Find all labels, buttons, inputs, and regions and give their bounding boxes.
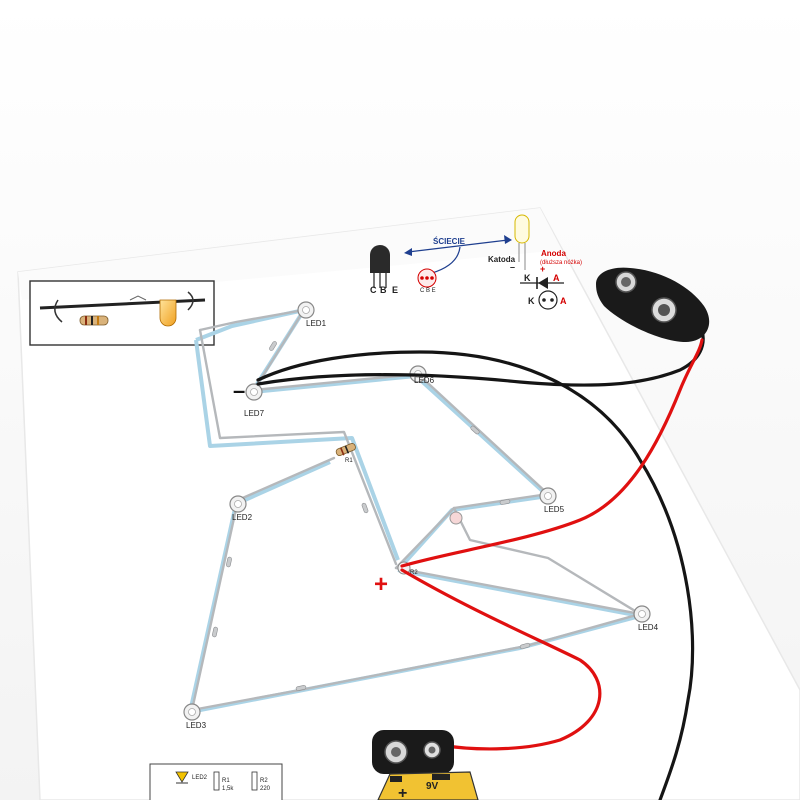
led-plus-label: + [540,264,545,274]
led-symbol-icon [175,771,189,783]
led-pad-2: LED2 [229,495,253,522]
pin-label-b: B [380,285,387,295]
cathode-label: Katoda [488,255,516,264]
wire-joints [212,341,531,691]
anode-note: (dłuższa nóżka) [540,260,582,266]
pin-label-c: C [370,285,377,295]
led-pad-4: LED4 [633,605,659,632]
led-pad-7: LED7 [244,383,265,418]
minus-mark: – [233,378,245,403]
led-icon [514,214,530,244]
schematic-led-label: LED2 [192,775,208,781]
led-minus-label: – [510,262,515,272]
anode-label: Anoda [541,249,566,258]
led-label: LED4 [638,623,659,632]
led-label: LED6 [414,376,435,385]
black-wire [256,350,695,800]
board-edge-highlight [18,208,562,300]
schematic-r1-label: R1 [222,778,230,784]
led-footprint-icon [538,290,558,310]
led-pad-5: LED5 [539,487,565,514]
battery-snap-clip-bottom [372,730,454,774]
resistor-label: R2 [410,570,418,576]
schematic-r2-value: 220 [260,786,271,792]
led-label: LED3 [186,721,207,730]
led-label: LED5 [544,505,565,514]
led-label: LED1 [306,319,327,328]
battery-plus-label: + [398,785,407,800]
transistor-icon [370,245,390,273]
resistor-r2: R2 [397,511,463,576]
battery-9v: + 9V [377,771,479,800]
component-diagram: C B E ŚCIECIE C B E Katoda Anoda (dłuższ… [370,214,582,310]
schematic-r2-label: R2 [260,778,268,784]
black-wire-to-clip [256,328,705,387]
k-label-bottom: K [528,296,535,306]
a-label-top: A [553,273,560,283]
led-pad-3: LED3 [183,703,207,730]
red-wire-to-battery [400,568,602,751]
mini-pin-labels: C B E [420,288,436,294]
cut-arrow [407,239,509,253]
assembly-diagram [29,280,215,346]
battery-snap-clip-top [596,267,710,342]
battery-voltage-label: 9V [426,781,439,792]
a-label-bottom: A [560,296,567,306]
led-pad-1: LED1 [297,301,327,328]
schematic-snippet: LED2 R1 1,5k R2 220 [149,763,283,800]
resistor-r1: R1 [335,443,356,464]
red-wire-to-clip [400,338,704,568]
schematic-r1-value: 1,5k [222,786,234,792]
cut-label: ŚCIECIE [433,237,466,246]
resistor-label: R1 [345,458,353,464]
transistor-pad [449,511,463,525]
led-label: LED7 [244,409,265,418]
k-label-top: K [524,273,531,283]
led-label: LED2 [232,513,253,522]
plus-mark: + [374,571,388,598]
pin-label-e: E [392,285,398,295]
